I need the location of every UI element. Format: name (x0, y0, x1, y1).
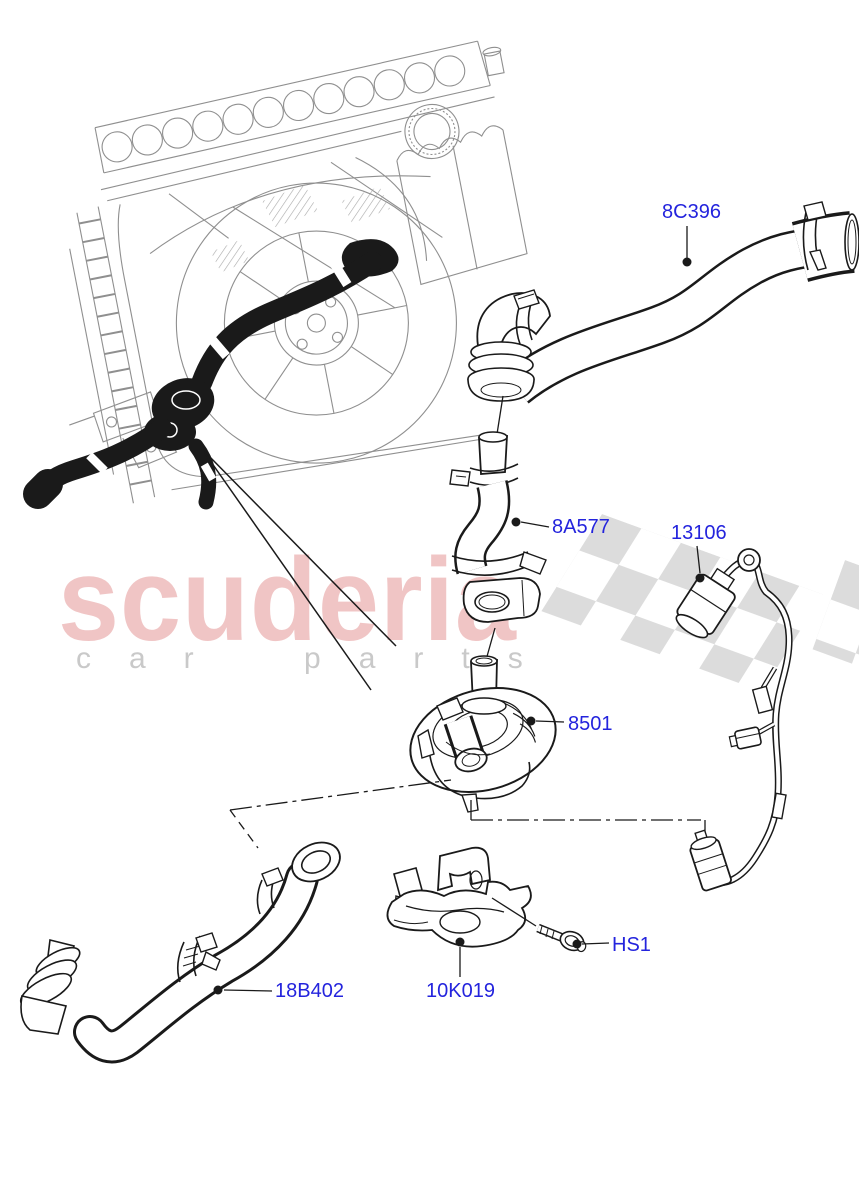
part-label-elbow-hose[interactable]: 8A577 (552, 516, 610, 538)
part-label-upper-hose[interactable]: 8C396 (662, 201, 721, 223)
leader-lines (213, 226, 705, 995)
radiator-fan-assembly (69, 40, 528, 504)
part-label-auxiliary-pump[interactable]: 8501 (568, 713, 613, 735)
elbow-hose-8a577 (449, 431, 547, 661)
part-label-wiring-harness[interactable]: 13106 (671, 522, 727, 544)
reference-lines (201, 448, 397, 691)
lower-hose-18b402 (19, 841, 341, 1064)
degas-bottle (396, 46, 528, 286)
upper-hose-8c396 (467, 201, 859, 435)
bolt-alignment-line (491, 897, 537, 927)
watermark-brand: scuderia (58, 534, 517, 666)
part-label-bolt[interactable]: HS1 (612, 934, 651, 956)
bolt-hs1 (536, 923, 587, 953)
wiring-harness-13106 (675, 548, 793, 892)
installed-dark-hoses (23, 239, 399, 510)
part-label-lower-hose[interactable]: 18B402 (275, 980, 344, 1002)
pump-bracket-10k019 (386, 846, 532, 948)
auxiliary-pump-8501 (409, 655, 557, 813)
watermark-tagline: car parts (76, 642, 561, 675)
phantom-lines (229, 779, 706, 849)
part-label-pump-bracket[interactable]: 10K019 (426, 980, 495, 1002)
